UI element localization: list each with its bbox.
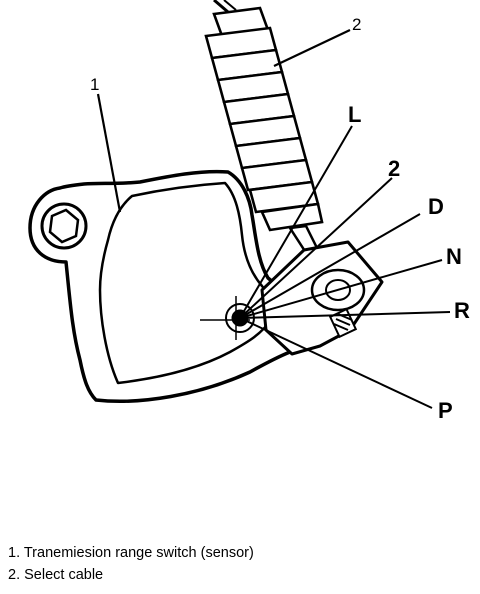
select-cable-boot — [204, 6, 324, 232]
label-position-L: L — [348, 102, 361, 127]
label-part-2: 2 — [352, 15, 361, 34]
leader-P — [239, 317, 433, 409]
select-cable — [213, 0, 229, 14]
parts-legend: 1. Tranemiesion range switch (sensor) 2.… — [8, 542, 478, 586]
lever-pivot-ring — [310, 268, 366, 312]
switch-inner-recess — [98, 181, 275, 385]
label-position-N: N — [446, 244, 462, 269]
legend-item-2: 2. Select cable — [8, 567, 104, 583]
leader-R — [239, 311, 451, 319]
label-position-R: R — [454, 298, 470, 323]
lever-pivot-hub — [325, 279, 351, 301]
mounting-bolt-head — [48, 208, 80, 244]
leader-L — [239, 125, 353, 319]
label-position-P: P — [438, 398, 453, 423]
label-position-D: D — [428, 194, 444, 219]
leader-N — [239, 259, 443, 319]
leader-part-1 — [96, 93, 122, 213]
leader-D — [239, 213, 421, 319]
label-position-2: 2 — [388, 156, 400, 181]
leader-2 — [239, 177, 393, 319]
transmission-range-switch-diagram: 1 2 L 2 D N R P — [28, 0, 470, 423]
legend-item-1: 1. Tranemiesion range switch (sensor) — [8, 545, 254, 561]
leader-part-2 — [273, 29, 351, 67]
position-leader-lines — [239, 125, 451, 409]
label-part-1: 1 — [90, 75, 99, 94]
select-cable-edge — [223, 0, 237, 11]
mounting-bolt-hole — [40, 202, 88, 250]
